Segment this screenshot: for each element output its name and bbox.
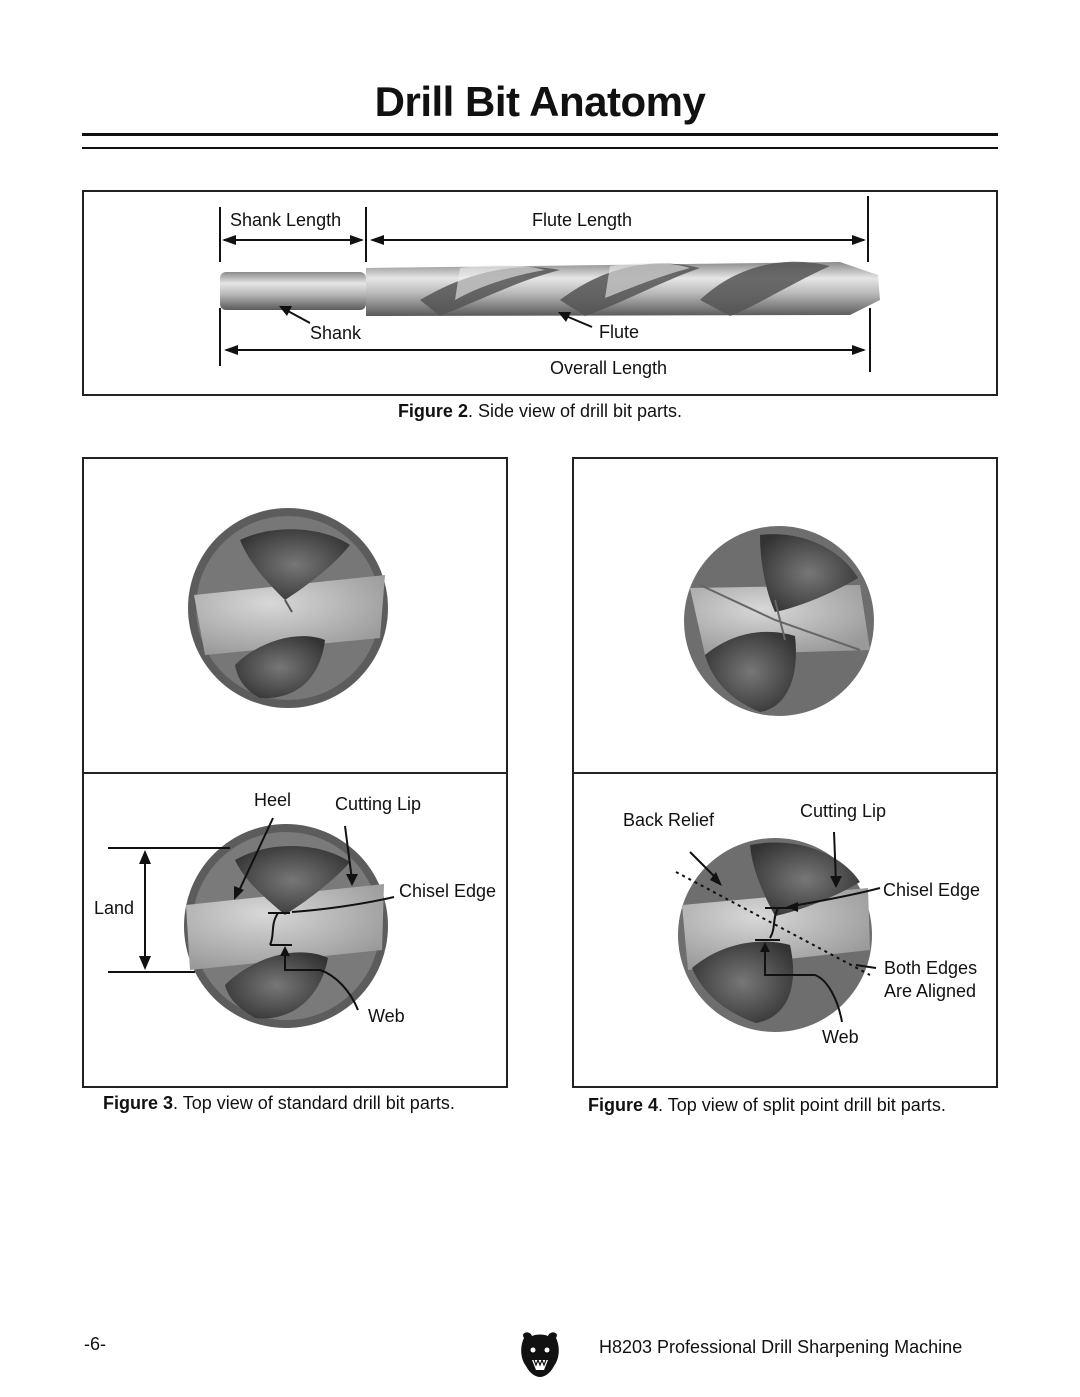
both-edges-label-line2: Are Aligned — [884, 981, 977, 1001]
flute-length-label: Flute Length — [532, 210, 633, 230]
split-point-photo — [684, 526, 874, 716]
flute-label: Flute — [599, 322, 640, 342]
shank-label: Shank — [310, 323, 362, 343]
title-rule-bottom — [82, 147, 998, 149]
figure-2-caption: Figure 2. Side view of drill bit parts. — [0, 401, 1080, 422]
figure-3-diagram-frame — [82, 772, 508, 1088]
both-edges-label-line1: Both Edges — [884, 958, 978, 978]
cutting-lip-label-fig4: Cutting Lip — [800, 801, 887, 821]
manual-title: H8203 Professional Drill Sharpening Mach… — [599, 1337, 963, 1357]
title-rule-top — [82, 133, 998, 136]
standard-point-diagram — [108, 817, 395, 1028]
figure-2-text: . Side view of drill bit parts. — [467, 401, 683, 421]
figure-4-number: Figure 4 — [588, 1095, 659, 1115]
land-label: Land — [94, 898, 135, 918]
bear-logo-icon — [521, 1332, 559, 1377]
web-label-fig3: Web — [368, 1006, 405, 1026]
back-relief-label: Back Relief — [623, 810, 715, 830]
chisel-edge-label-fig3: Chisel Edge — [399, 881, 497, 901]
shank-length-label: Shank Length — [230, 210, 342, 230]
figure-4-diagram-frame — [572, 772, 998, 1088]
figure-4-text: . Top view of split point drill bit part… — [658, 1095, 946, 1115]
overall-length-label: Overall Length — [550, 358, 668, 378]
figure-3-caption: Figure 3. Top view of standard drill bit… — [103, 1093, 455, 1114]
page-title: Drill Bit Anatomy — [374, 78, 706, 125]
page-number: -6- — [84, 1334, 106, 1354]
cutting-lip-label-fig3: Cutting Lip — [335, 794, 422, 814]
heel-label: Heel — [254, 790, 292, 810]
figure-2-frame — [82, 190, 998, 396]
web-label-fig4: Web — [822, 1027, 859, 1047]
standard-point-photo — [188, 508, 388, 708]
chisel-edge-label-fig4: Chisel Edge — [883, 880, 981, 900]
figure-4-caption: Figure 4. Top view of split point drill … — [588, 1095, 946, 1116]
figure-3-text: . Top view of standard drill bit parts. — [173, 1093, 455, 1113]
figure-3-number: Figure 3 — [103, 1093, 174, 1113]
split-point-diagram — [675, 831, 881, 1032]
figure-2-number: Figure 2 — [397, 401, 468, 421]
